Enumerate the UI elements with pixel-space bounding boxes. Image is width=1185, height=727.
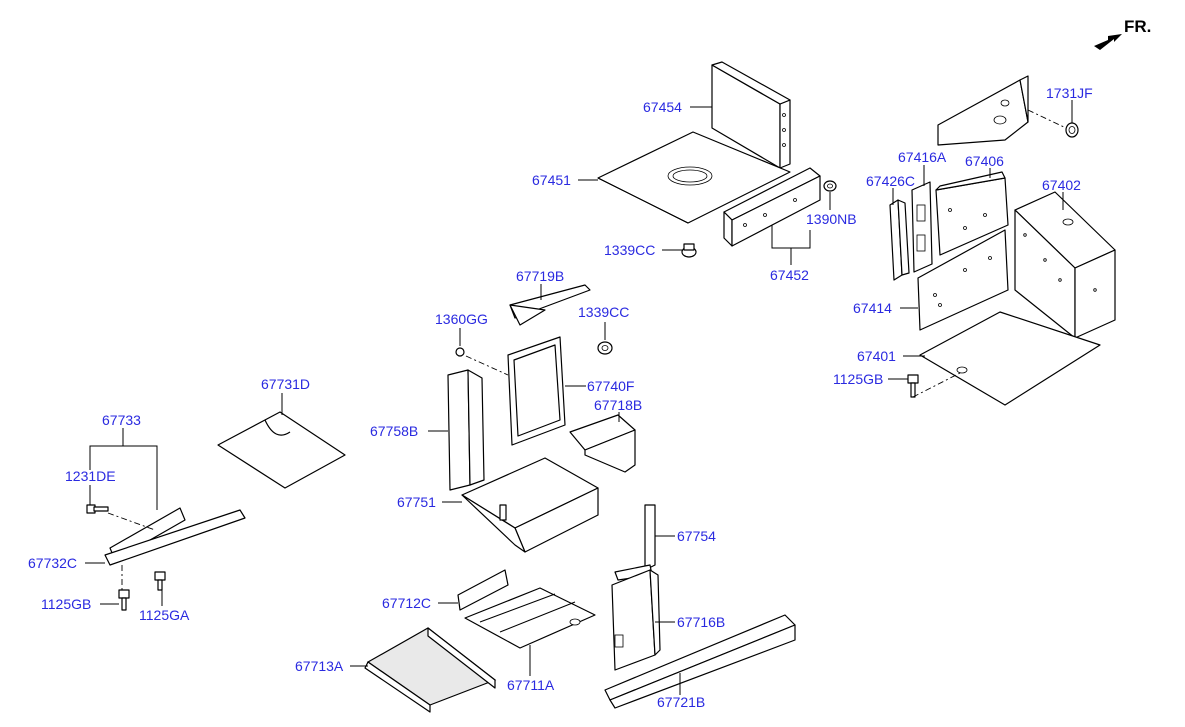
part-67754-strip[interactable] — [614, 504, 656, 581]
part-67731D-mat[interactable] — [217, 411, 346, 489]
front-arrow-icon — [1094, 34, 1122, 50]
part-67712C-bracket[interactable] — [457, 569, 509, 611]
part-67721B-sill[interactable] — [604, 614, 796, 709]
label-67712C[interactable]: 67712C — [382, 595, 431, 611]
part-67402-box[interactable] — [1014, 191, 1116, 339]
part-67711A-floor-panel[interactable] — [464, 587, 596, 649]
part-1125GA-bolt[interactable] — [154, 571, 166, 591]
label-67454[interactable]: 67454 — [643, 99, 682, 115]
label-67713A[interactable]: 67713A — [295, 658, 344, 674]
front-label: FR. — [1124, 17, 1151, 36]
part-1339CC-grommet-mid[interactable] — [597, 341, 613, 355]
label-1125GA[interactable]: 1125GA — [139, 607, 190, 623]
part-1125GB-bolt-left[interactable] — [118, 589, 130, 611]
label-1339CC-mid[interactable]: 1339CC — [578, 304, 629, 320]
part-67414-panel[interactable] — [917, 229, 1009, 331]
label-67751[interactable]: 67751 — [397, 494, 436, 510]
part-1231DE-bolt[interactable] — [86, 504, 109, 514]
label-67754[interactable]: 67754 — [677, 528, 716, 544]
label-67732C[interactable]: 67732C — [28, 555, 77, 571]
front-direction-marker: FR. — [1094, 17, 1151, 50]
part-1339CC-grommet-top[interactable] — [681, 243, 697, 258]
label-1390NB[interactable]: 1390NB — [806, 211, 857, 227]
part-67751-case[interactable] — [461, 457, 599, 553]
part-67452-bracket[interactable] — [723, 167, 821, 247]
part-number-labels: 67454 67451 1339CC 1390NB 67452 1731JF 6… — [28, 85, 1093, 710]
label-1125GB-right[interactable]: 1125GB — [833, 371, 883, 387]
part-67406-panel[interactable] — [935, 171, 1009, 256]
part-1125GB-bolt-right[interactable] — [907, 374, 919, 398]
part-67416A-strip[interactable] — [911, 181, 933, 273]
label-1125GB-left[interactable]: 1125GB — [41, 596, 91, 612]
part-upper-cover-bracket[interactable] — [937, 75, 1029, 146]
label-67451[interactable]: 67451 — [532, 172, 571, 188]
label-1339CC-top[interactable]: 1339CC — [604, 242, 655, 258]
label-67733[interactable]: 67733 — [102, 412, 141, 428]
label-67719B[interactable]: 67719B — [516, 268, 564, 284]
label-67718B[interactable]: 67718B — [594, 397, 642, 413]
part-1731JF-grommet[interactable] — [1065, 122, 1079, 138]
leader-lines — [85, 100, 1073, 695]
label-67758B[interactable]: 67758B — [370, 423, 418, 439]
part-1390NB-nut[interactable] — [823, 180, 837, 192]
label-1360GG[interactable]: 1360GG — [435, 311, 488, 327]
part-67401-floor-plate[interactable] — [919, 311, 1101, 406]
part-67718B-bracket[interactable] — [569, 414, 636, 473]
label-67731D[interactable]: 67731D — [261, 376, 310, 392]
label-67452[interactable]: 67452 — [770, 267, 809, 283]
label-67402[interactable]: 67402 — [1042, 177, 1081, 193]
label-67401[interactable]: 67401 — [857, 348, 896, 364]
label-67716B[interactable]: 67716B — [677, 614, 725, 630]
part-67740F-seal[interactable] — [507, 336, 566, 446]
part-1360GG-clip[interactable] — [455, 347, 465, 357]
part-67733-rail[interactable] — [104, 507, 246, 566]
label-67426C[interactable]: 67426C — [866, 173, 915, 189]
label-67406[interactable]: 67406 — [965, 153, 1004, 169]
label-67740F[interactable]: 67740F — [587, 378, 634, 394]
label-67711A[interactable]: 67711A — [507, 677, 555, 693]
part-67713A-tray[interactable] — [364, 627, 497, 713]
label-67414[interactable]: 67414 — [853, 300, 892, 316]
label-1231DE[interactable]: 1231DE — [65, 468, 116, 484]
label-1731JF[interactable]: 1731JF — [1046, 85, 1093, 101]
part-67451-floor-plate[interactable] — [597, 131, 791, 224]
part-67758B-pillar[interactable] — [447, 369, 485, 491]
part-67716B-pillar[interactable] — [611, 569, 661, 671]
part-67454-panel[interactable] — [711, 61, 791, 169]
label-67416A[interactable]: 67416A — [898, 149, 947, 165]
part-67719B-bracket[interactable] — [509, 284, 591, 326]
label-67721B[interactable]: 67721B — [657, 694, 705, 710]
part-67426C-strip[interactable] — [889, 199, 910, 281]
